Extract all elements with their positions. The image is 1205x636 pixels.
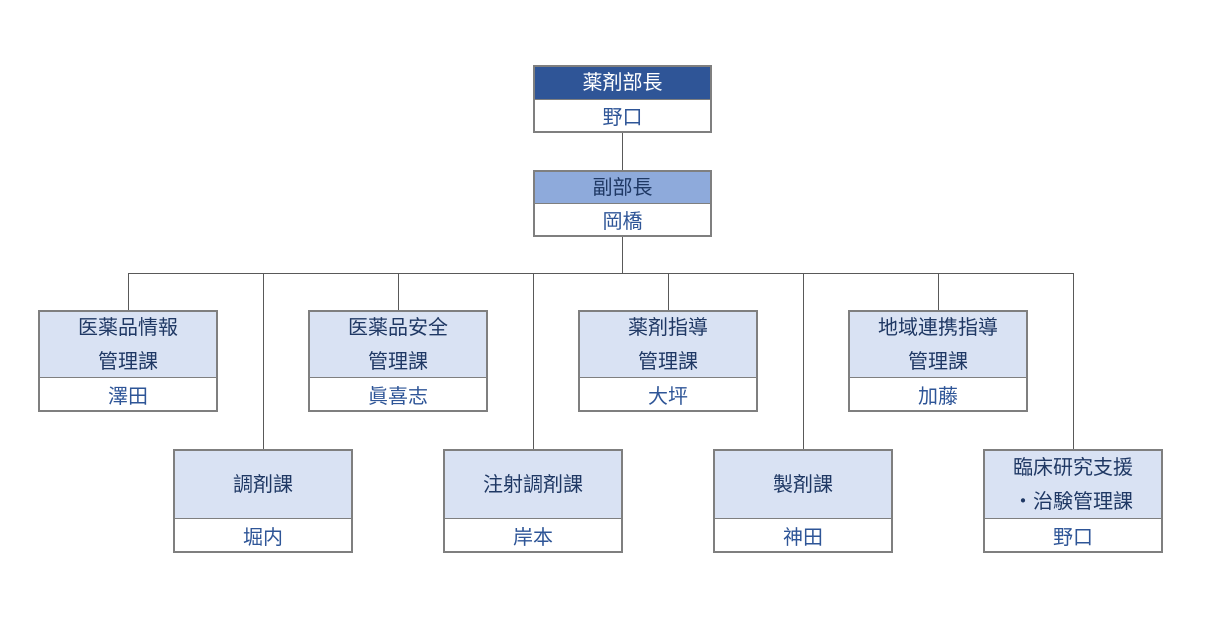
org-box-title: 臨床研究支援 ・治験管理課 bbox=[985, 451, 1161, 519]
org-box-person-name: 大坪 bbox=[648, 385, 688, 408]
title-line: 薬剤指導 bbox=[628, 316, 708, 339]
connector-drop-pharmaceutical-guidance bbox=[668, 273, 669, 310]
org-box-person-name: 岡橋 bbox=[602, 211, 643, 233]
connector-drop-clinical-research bbox=[1073, 273, 1074, 449]
title-line: 管理課 bbox=[98, 350, 158, 373]
org-box-pharmacy-director: 薬剤部長 野口 bbox=[533, 65, 712, 133]
title-line: 製剤課 bbox=[773, 473, 833, 496]
title-line: 医薬品安全 bbox=[348, 316, 448, 339]
org-box-title: 製剤課 bbox=[715, 451, 891, 519]
title-line: 地域連携指導 bbox=[878, 316, 998, 339]
connector-drop-regional-cooperation bbox=[938, 273, 939, 310]
org-box-person-name: 加藤 bbox=[918, 385, 958, 408]
connector-drop-dispensing bbox=[263, 273, 264, 449]
org-box-dispensing-division: 調剤課 堀内 bbox=[173, 449, 353, 553]
org-box-person-name: 神田 bbox=[783, 526, 823, 549]
org-box-title: 地域連携指導 管理課 bbox=[850, 312, 1026, 378]
title-line: 管理課 bbox=[368, 350, 428, 373]
org-box-formulation-division: 製剤課 神田 bbox=[713, 449, 893, 553]
org-box-drug-safety-division: 医薬品安全 管理課 眞喜志 bbox=[308, 310, 488, 412]
org-box-person-name: 澤田 bbox=[108, 385, 148, 408]
org-box-title: 医薬品情報 管理課 bbox=[40, 312, 216, 378]
org-box-injection-dispensing-division: 注射調剤課 岸本 bbox=[443, 449, 623, 553]
org-box-clinical-research-division: 臨床研究支援 ・治験管理課 野口 bbox=[983, 449, 1163, 553]
connector-horizontal-bus bbox=[128, 273, 1074, 274]
org-box-title: 医薬品安全 管理課 bbox=[310, 312, 486, 378]
title-line: 薬剤部長 bbox=[582, 72, 663, 94]
org-box-person-name: 野口 bbox=[602, 107, 643, 129]
org-box-title: 副部長 bbox=[535, 172, 710, 204]
org-box-title: 調剤課 bbox=[175, 451, 351, 519]
org-box-drug-information-division: 医薬品情報 管理課 澤田 bbox=[38, 310, 218, 412]
connector-deputy-trunk bbox=[622, 237, 623, 273]
title-line: 臨床研究支援 bbox=[1013, 456, 1133, 479]
title-line: ・治験管理課 bbox=[1013, 490, 1133, 513]
org-box-title: 注射調剤課 bbox=[445, 451, 621, 519]
org-box-deputy-director: 副部長 岡橋 bbox=[533, 170, 712, 237]
title-line: 管理課 bbox=[908, 350, 968, 373]
title-line: 調剤課 bbox=[233, 473, 293, 496]
org-box-regional-cooperation-division: 地域連携指導 管理課 加藤 bbox=[848, 310, 1028, 412]
org-box-title: 薬剤部長 bbox=[535, 67, 710, 100]
org-box-pharmaceutical-guidance-division: 薬剤指導 管理課 大坪 bbox=[578, 310, 758, 412]
org-box-person-name: 岸本 bbox=[513, 526, 553, 549]
title-line: 医薬品情報 bbox=[78, 316, 178, 339]
connector-drop-drug-safety bbox=[398, 273, 399, 310]
org-box-person-name: 眞喜志 bbox=[368, 385, 428, 408]
title-line: 管理課 bbox=[638, 350, 698, 373]
org-box-person-name: 堀内 bbox=[243, 526, 283, 549]
title-line: 注射調剤課 bbox=[483, 473, 583, 496]
org-box-title: 薬剤指導 管理課 bbox=[580, 312, 756, 378]
org-box-person-name: 野口 bbox=[1053, 526, 1093, 549]
connector-drop-drug-information bbox=[128, 273, 129, 310]
connector-drop-formulation bbox=[803, 273, 804, 449]
connector-drop-injection-dispensing bbox=[533, 273, 534, 449]
title-line: 副部長 bbox=[592, 176, 653, 199]
connector-director-to-deputy bbox=[622, 133, 623, 170]
